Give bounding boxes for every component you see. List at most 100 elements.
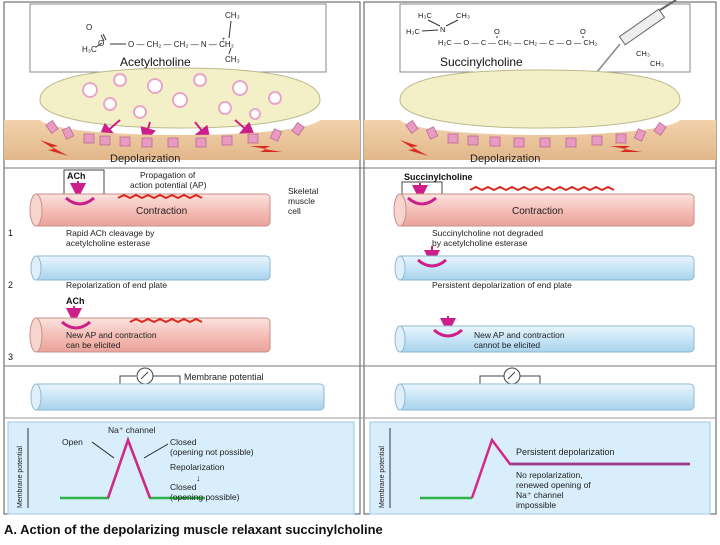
endplate-mark bbox=[65, 196, 95, 206]
step-number-3: 3 bbox=[8, 352, 13, 362]
cell-end bbox=[394, 325, 406, 353]
cell-end bbox=[394, 255, 406, 281]
depolarization-bolts bbox=[40, 140, 282, 156]
svg-text:CH₃: CH₃ bbox=[636, 49, 650, 58]
open-pointer bbox=[91, 441, 115, 459]
release-arrows bbox=[97, 119, 257, 144]
muscle-cell-4 bbox=[33, 383, 325, 411]
voltmeter-needle bbox=[507, 371, 516, 380]
repolarization-label: Repolarization bbox=[170, 462, 225, 472]
cell-end bbox=[29, 193, 43, 227]
depolarization-label: Depolarization bbox=[110, 153, 180, 165]
skeletal-line3: cell bbox=[288, 206, 301, 216]
action-potential-wave bbox=[129, 317, 203, 324]
step1-line2: acetylcholine esterase bbox=[66, 238, 150, 248]
left-graph-spike bbox=[106, 436, 152, 499]
endplate-mark bbox=[433, 328, 463, 338]
svg-text:H₃C: H₃C bbox=[82, 45, 97, 54]
figure-caption: A. Action of the depolarizing muscle rel… bbox=[4, 522, 383, 537]
r-step1-line2: by acetylcholine esterase bbox=[432, 238, 528, 248]
r-step3-line2: cannot be elicited bbox=[474, 340, 540, 350]
propagation-line2: action potential (AP) bbox=[130, 180, 207, 190]
closed-pointer bbox=[143, 443, 169, 459]
muscle-cell-r4 bbox=[397, 383, 695, 411]
svg-text:CH₃: CH₃ bbox=[225, 55, 240, 64]
no-repol-line1: No repolarization, bbox=[516, 470, 583, 480]
step-number-2: 2 bbox=[8, 280, 13, 290]
svg-text:+: + bbox=[222, 37, 226, 43]
skeletal-line1: Skeletal bbox=[288, 186, 318, 196]
depolarization-bolts bbox=[400, 140, 642, 156]
svg-text:O: O bbox=[494, 27, 500, 36]
step1-line1: Rapid ACh cleavage by bbox=[66, 228, 155, 238]
succinylcholine-structure-box bbox=[399, 3, 691, 73]
endplate-mark bbox=[417, 258, 447, 268]
closed1-line1: Closed bbox=[170, 437, 197, 447]
r-step1-line1: Succinylcholine not degraded bbox=[432, 228, 543, 238]
nerve-terminal bbox=[399, 69, 681, 129]
right-graph-ylabel: Membrane potential bbox=[379, 446, 386, 508]
muscle-cell-2 bbox=[33, 255, 271, 281]
no-repol-line2: renewed opening of bbox=[516, 480, 591, 490]
svg-text:CH₃: CH₃ bbox=[650, 59, 664, 68]
propagation-line1: Propagation of bbox=[140, 170, 196, 180]
cell-end bbox=[30, 383, 42, 411]
left-graph-ylabel: Membrane potential bbox=[17, 446, 24, 508]
svg-text:CH₃: CH₃ bbox=[225, 11, 240, 20]
svg-text:H₂C — O — C — CH₂ — CH₂ — C —: H₂C — O — C — CH₂ — CH₂ — C — O — CH₂ bbox=[438, 38, 597, 47]
contraction-label-1: Contraction bbox=[136, 206, 187, 217]
cell-end bbox=[394, 383, 406, 411]
succinylcholine-label: Succinylcholine bbox=[440, 55, 523, 69]
closed1-line2: (opening not possible) bbox=[170, 447, 254, 457]
step2-label: Repolarization of end plate bbox=[66, 280, 167, 290]
action-potential-wave bbox=[117, 193, 203, 200]
svg-text:O: O bbox=[86, 23, 92, 32]
svg-text:H₃C: H₃C bbox=[418, 11, 432, 20]
muscle-cell-r2 bbox=[397, 255, 695, 281]
endplate-mark bbox=[61, 320, 91, 330]
r-step2-label: Persistent depolarization of end plate bbox=[432, 280, 572, 290]
depolarization-label-right: Depolarization bbox=[470, 153, 540, 165]
svg-text:CH₃: CH₃ bbox=[456, 11, 470, 20]
postsynaptic-membrane bbox=[4, 120, 360, 160]
succinylcholine-structure: H₃C CH₃ H₃C N H₂C — O — C — CH₂ — CH₂ — C … bbox=[406, 11, 664, 68]
acetylcholine-structure: O O H₃C O — CH₂ — CH₂ — N — CH₃ CH₃ CH₃ … bbox=[82, 11, 240, 64]
action-potential-wave bbox=[469, 185, 615, 192]
svg-text:H₃C: H₃C bbox=[406, 27, 420, 36]
acetylcholine-structure-box bbox=[29, 3, 327, 73]
electrode-wire bbox=[119, 375, 136, 384]
cell-end bbox=[393, 193, 407, 227]
open-label: Open bbox=[62, 437, 83, 447]
endplate-mark bbox=[407, 196, 437, 206]
acetylcholine-label: Acetylcholine bbox=[120, 55, 191, 69]
na-channel-label: Na⁺ channel bbox=[108, 425, 156, 435]
contraction-label-r1: Contraction bbox=[512, 206, 563, 217]
ach-vesicles bbox=[82, 73, 282, 120]
r-step3-line1: New AP and contraction bbox=[474, 330, 565, 340]
no-repol-line4: impossible bbox=[516, 500, 556, 510]
step-number-1: 1 bbox=[8, 228, 13, 238]
closed2-line2: (opening possible) bbox=[170, 492, 240, 502]
closed2-line1: Closed bbox=[170, 482, 197, 492]
cell-end bbox=[29, 317, 43, 353]
voltmeter-needle bbox=[140, 371, 149, 380]
receptors bbox=[45, 120, 305, 148]
svg-text:N: N bbox=[440, 25, 445, 34]
voltmeter-icon bbox=[503, 367, 521, 385]
svg-text:O — CH₂ — CH₂ — N — CH₃: O — CH₂ — CH₂ — N — CH₃ bbox=[128, 40, 234, 49]
no-repol-line3: Na⁺ channel bbox=[516, 490, 564, 500]
ach-label-3: ACh bbox=[66, 296, 85, 306]
membrane-potential-label: Membrane potential bbox=[184, 372, 264, 382]
down-arrow-icon: ↓ bbox=[196, 473, 201, 483]
electrode-wire bbox=[479, 375, 504, 384]
cell-end bbox=[30, 255, 42, 281]
succinylcholine-drug-label: Succinylcholine bbox=[404, 172, 473, 182]
receptors bbox=[405, 120, 667, 148]
svg-text:O: O bbox=[580, 27, 586, 36]
skeletal-line2: muscle bbox=[288, 196, 315, 206]
step3-line1: New AP and contraction bbox=[66, 330, 157, 340]
persistent-label: Persistent depolarization bbox=[516, 447, 615, 457]
step3-line2: can be elicited bbox=[66, 340, 121, 350]
